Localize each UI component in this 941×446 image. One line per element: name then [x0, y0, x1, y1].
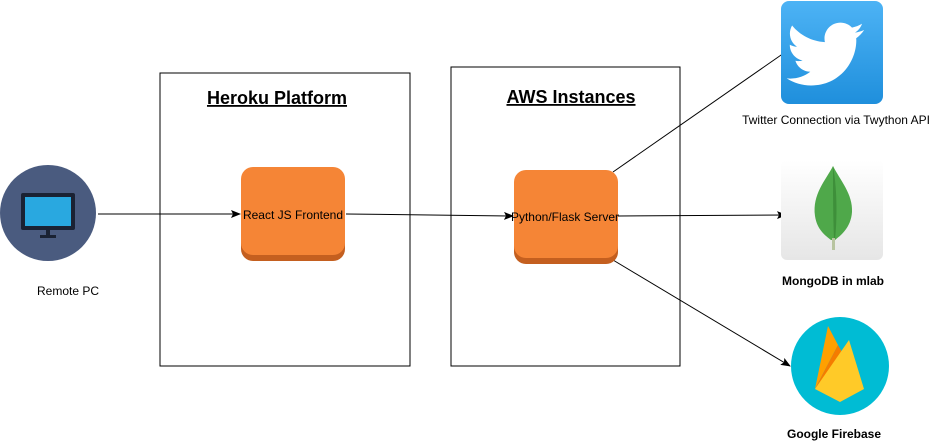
remote-pc-node: Remote PC — [0, 165, 99, 298]
monitor-icon — [0, 165, 96, 261]
aws-instances-title: AWS Instances — [506, 87, 635, 107]
firebase-label: Google Firebase — [787, 427, 881, 441]
edge-server-to-twitter — [612, 52, 785, 173]
flask-server-node: Python/Flask Server — [511, 170, 619, 264]
firebase-node: Google Firebase — [787, 317, 889, 441]
edge-server-to-firebase — [612, 259, 791, 367]
twitter-node: Twitter Connection via Twython API — [742, 1, 930, 127]
firebase-flame-icon — [791, 317, 889, 415]
edges — [98, 52, 791, 367]
heroku-platform-container: Heroku Platform — [159, 72, 411, 367]
flask-server-label: Python/Flask Server — [511, 210, 619, 224]
twitter-label: Twitter Connection via Twython API — [742, 113, 930, 127]
edge-server-to-mongodb — [617, 211, 787, 220]
react-frontend-label: React JS Frontend — [243, 208, 343, 222]
twitter-bird-icon — [781, 1, 883, 104]
mongodb-node: MongoDB in mlab — [781, 160, 884, 288]
mongodb-leaf-icon — [781, 160, 883, 260]
heroku-platform-title: Heroku Platform — [207, 88, 347, 108]
remote-pc-label: Remote PC — [37, 284, 99, 298]
edge-frontend-to-server — [345, 211, 514, 220]
aws-instances-container: AWS Instances — [450, 66, 681, 367]
react-frontend-node: React JS Frontend — [241, 167, 345, 261]
mongodb-label: MongoDB in mlab — [782, 274, 884, 288]
